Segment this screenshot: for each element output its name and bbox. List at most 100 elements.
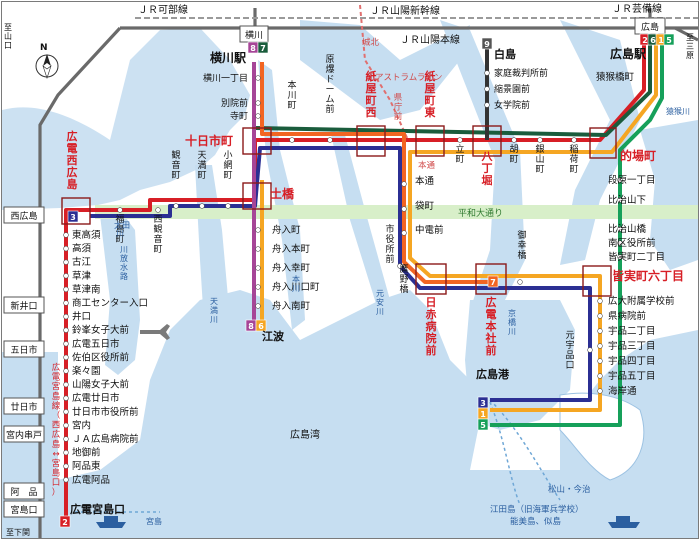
ferry-icons bbox=[96, 516, 640, 528]
hub-kamiyacho-nishi: 紙屋町西 bbox=[366, 69, 377, 119]
hakushima-line-stop: 女学院前 bbox=[494, 99, 530, 111]
miyajima-stop-dot bbox=[63, 341, 69, 347]
miyajima-stop-dot bbox=[63, 395, 69, 401]
ujina-east-stop-dot bbox=[597, 298, 603, 304]
yokogawa-stop-dot bbox=[255, 100, 261, 106]
eba-line-stop: 舟入幸町 bbox=[272, 262, 311, 274]
kyobashi-river-label: 京橋川 bbox=[508, 308, 516, 336]
route-number-label: 6 bbox=[650, 36, 656, 45]
route-number-label: 1 bbox=[658, 36, 664, 45]
enko-river bbox=[560, 20, 640, 265]
water-layer bbox=[2, 20, 698, 538]
to-mihara-label: 至三原 bbox=[686, 33, 694, 60]
miyajima-line-stop: 商工センター入口 bbox=[72, 297, 148, 309]
eba-stop-dot bbox=[255, 303, 261, 309]
jr-station-yokogawa: 横川 bbox=[245, 29, 263, 41]
route-number-label: 8 bbox=[250, 44, 256, 53]
jr-station-miyauchi-kushido: 宮内串戸 bbox=[6, 429, 42, 441]
jr-sanyo-west bbox=[38, 26, 122, 538]
ujina-line-stop: 御幸橋 bbox=[517, 229, 526, 261]
compass-north-label: N bbox=[40, 43, 48, 53]
miyajima-stop-dot bbox=[63, 449, 69, 456]
ujina-stop-dot bbox=[587, 347, 593, 353]
matoba-south-stop-dot bbox=[617, 197, 623, 203]
miyajima-line-stop: 井口 bbox=[72, 311, 91, 323]
miyajima-label: 宮島 bbox=[146, 516, 162, 526]
johoku-label: 城北 bbox=[362, 38, 380, 48]
ujina-line-stop: 袋町 bbox=[415, 200, 435, 212]
ujina-east-stop: 広大附属学校前 bbox=[608, 295, 675, 307]
matoba-south-stop-dot bbox=[617, 226, 623, 232]
main-stop-dot bbox=[511, 137, 517, 143]
ujina-east-stop: 宇品三丁目 bbox=[608, 340, 656, 352]
yokogawa-stop-dot bbox=[255, 75, 261, 81]
ferry-icon-etajima bbox=[608, 516, 640, 528]
miyajima-stop-dot bbox=[63, 422, 69, 429]
route-number-label: 3 bbox=[70, 213, 76, 222]
main-stop-dot bbox=[571, 137, 577, 143]
main-stop-dot bbox=[117, 207, 123, 213]
route-number-label: 2 bbox=[642, 36, 648, 45]
matoba-south-stop: 段原一丁目 bbox=[608, 174, 656, 186]
main-line-stop: 立町 bbox=[455, 143, 464, 165]
jr-station-hiroshima: 広島 bbox=[641, 21, 659, 33]
ujina-east-stop: 県病院前 bbox=[608, 310, 646, 322]
miyajima-stop-dot bbox=[63, 300, 69, 306]
hub-hiroshima-eki: 広島駅 bbox=[610, 46, 647, 61]
hakushima-stop-dot bbox=[484, 86, 490, 92]
route-number-label: 8 bbox=[248, 322, 254, 331]
miyajima-stop-dot bbox=[63, 259, 69, 265]
ujina-bay bbox=[465, 300, 575, 430]
astram-line-label: アストラムライン bbox=[375, 73, 442, 83]
ujina-line-stop: 本通 bbox=[415, 175, 435, 187]
main-stop-dot bbox=[199, 203, 205, 209]
jr-station-miyajimaguchi: 宮島口 bbox=[10, 504, 37, 516]
ota-river-label-2: 川 bbox=[116, 229, 124, 238]
nomijima-label: 能美島、似島 bbox=[510, 516, 562, 527]
jr-station-ajina: 阿 品 bbox=[10, 487, 37, 498]
miyajima-line-stop: 山陽女子大前 bbox=[72, 379, 129, 391]
route-badge-ujina bbox=[477, 418, 489, 431]
route-badge-hakushima bbox=[481, 37, 493, 50]
miyajima-stop-dot bbox=[63, 286, 69, 293]
eba-stop-dot bbox=[255, 284, 261, 290]
eba-line-stop: 舟入南町 bbox=[272, 300, 311, 312]
miyajima-line-stop: 広電阿品 bbox=[72, 474, 110, 486]
matoba-south-stop-dot bbox=[617, 177, 623, 183]
island-shape bbox=[559, 392, 645, 481]
ujina-east-stop-dot bbox=[597, 388, 603, 394]
matoba-south-stop-dot bbox=[617, 254, 623, 260]
ota-flood-label: 川放水路 bbox=[120, 245, 128, 281]
route-badge-eba bbox=[255, 319, 267, 332]
eba-line-stop: 舟入町 bbox=[272, 224, 301, 236]
hondori-label: 本通 bbox=[418, 160, 436, 171]
miyajima-stop-dot bbox=[63, 245, 69, 252]
miyajima-line-stop: 広電廿日市 bbox=[72, 392, 120, 404]
route-number-label: 1 bbox=[480, 410, 486, 419]
airport-icon bbox=[140, 324, 170, 340]
matsuyama-imabari-label: 松山・今治 bbox=[548, 484, 591, 495]
route-number-label: 2 bbox=[62, 518, 68, 527]
ujina-line-stop: 鷹野橋 bbox=[399, 263, 408, 295]
route-5-line bbox=[490, 32, 664, 427]
matoba-south-stop-dot bbox=[617, 240, 623, 246]
north-water bbox=[300, 20, 470, 120]
ujina-stop-dot bbox=[517, 279, 523, 285]
ujina-stop-dot bbox=[397, 263, 403, 269]
hub-kamiyacho-higashi: 紙屋町東 bbox=[425, 69, 437, 119]
hub-matoba-cho: 的場町 bbox=[620, 148, 656, 163]
hub-nisseki-byoin: 日赤病院前 bbox=[426, 296, 437, 357]
jr-station-itsukaichi: 五日市 bbox=[10, 344, 37, 356]
box-kamiyacho-nishi bbox=[356, 125, 386, 157]
main-stop-dot bbox=[537, 137, 543, 143]
route-3-line bbox=[90, 146, 592, 402]
transfer-boxes bbox=[61, 125, 617, 297]
hub-hiroden-honsha: 広電本社前 bbox=[485, 295, 497, 357]
ota-river-label: 太田 bbox=[114, 220, 130, 230]
hiroshima-bay-label: 広島湾 bbox=[290, 428, 320, 441]
ujina-east-stop: 宇品二丁目 bbox=[608, 325, 656, 337]
hub-minami-machi-6: 皆実町六丁目 bbox=[612, 268, 684, 283]
miyajima-line-stop: 草津 bbox=[72, 270, 92, 282]
